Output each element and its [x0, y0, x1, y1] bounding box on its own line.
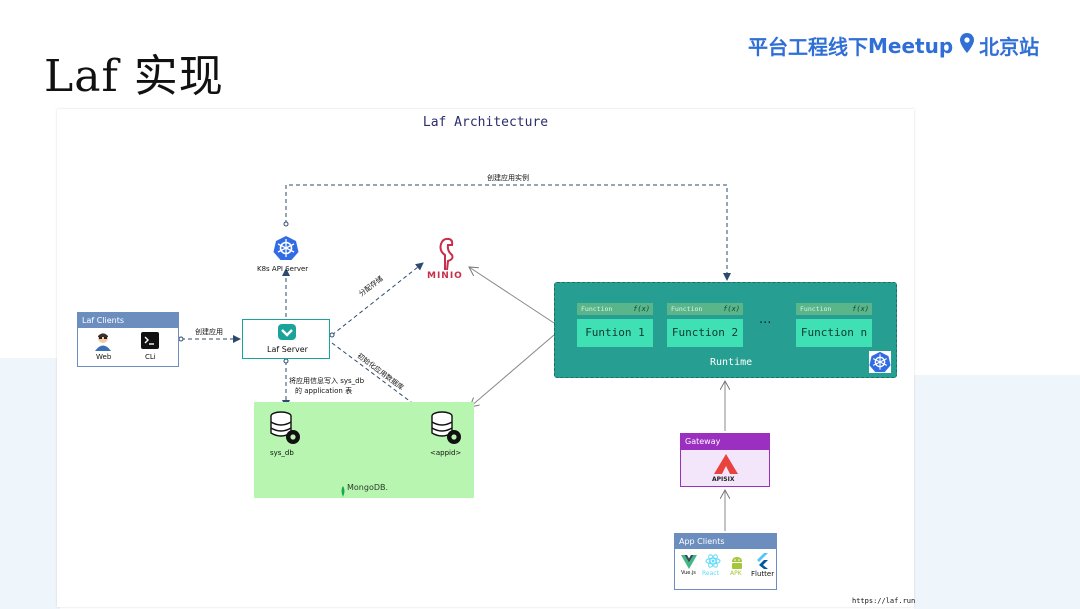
function-card-n: Function f(x) Function n [796, 303, 872, 347]
functions-ellipsis: ··· [759, 316, 772, 331]
android-logo-icon [730, 554, 744, 573]
laf-server-node: Laf Server [242, 319, 330, 359]
app-client-apk-label: APK [730, 570, 742, 577]
background-band-right [914, 375, 1080, 609]
footer-url[interactable]: https://laf.run [852, 597, 916, 605]
edge-runtime-to-minio [469, 267, 555, 324]
edge-allocate-storage [329, 262, 424, 338]
edge-label-write-sys-db-2: 的 application 表 [295, 387, 353, 395]
function-tag: Function [581, 305, 613, 313]
diagram-title: Laf Architecture [422, 115, 549, 130]
minio-flamingo-icon [435, 237, 459, 275]
k8s-api-server-label: K8s API Server [257, 265, 309, 273]
laf-logo-icon [278, 324, 296, 344]
runtime-label: Runtime [710, 357, 753, 368]
sys-db-database-icon [269, 411, 301, 449]
mongodb-cluster: sys_db <appid> MongoDB. [254, 402, 474, 498]
laf-clients-box: Laf Clients Web CLi [77, 312, 179, 367]
terminal-icon [141, 332, 159, 353]
diagram-connectors [178, 184, 731, 531]
app-db-label: <appid> [430, 449, 462, 457]
function-name: Function 2 [667, 319, 743, 347]
minio-label: MINIO [427, 271, 463, 281]
react-logo-icon [705, 553, 721, 573]
event-city: 北京站 [979, 35, 1040, 59]
mongodb-label: MongoDB. [347, 483, 389, 492]
edge-label-create-app: 创建应用 [195, 328, 223, 336]
fx-icon: f(x) [633, 305, 650, 313]
location-pin-icon [959, 32, 975, 59]
function-tag: Function [671, 305, 703, 313]
edge-label-create-instance: 创建应用实例 [487, 174, 529, 182]
kubernetes-icon [867, 349, 893, 377]
edge-label-write-sys-db-1: 将应用信息写入 sys_db [289, 377, 365, 385]
app-client-react-label: React [702, 570, 719, 577]
architecture-diagram: Laf Architecture 创建应用实例 创建应用 分配存储 初始化应用数… [57, 109, 916, 607]
gateway-title: Gateway [681, 434, 769, 450]
event-banner: 平台工程线下 Meetup 北京站 [748, 31, 1039, 60]
app-db-database-icon [430, 411, 462, 449]
laf-client-web-label: Web [96, 353, 112, 361]
slide-title: Laf 实现 [44, 51, 224, 102]
app-clients-box: App Clients Vue.js React APK Flutter [674, 533, 777, 590]
apisix-logo-icon [713, 453, 739, 479]
function-name: Funtion 1 [577, 319, 653, 347]
laf-clients-title: Laf Clients [78, 313, 178, 328]
gateway-node: Gateway APISIX [680, 433, 770, 487]
function-name: Function n [796, 319, 872, 347]
apisix-label: APISIX [712, 476, 735, 483]
runtime-node: Function f(x) Funtion 1 Function f(x) Func… [554, 282, 897, 378]
mongodb-leaf-icon [340, 482, 346, 501]
edge-create-instance [283, 184, 731, 281]
sys-db-label: sys_db [270, 449, 294, 457]
app-client-flutter-label: Flutter [751, 570, 775, 578]
kubernetes-icon [273, 235, 299, 265]
function-card-1: Function f(x) Funtion 1 [577, 303, 653, 347]
flutter-logo-icon [755, 553, 769, 573]
edge-runtime-to-appdb [470, 334, 555, 407]
app-client-vue-label: Vue.js [681, 570, 696, 576]
background-band-left [0, 358, 60, 609]
k8s-api-server-node: K8s API Server [253, 235, 319, 275]
function-tag: Function [800, 305, 832, 313]
laf-client-cli-label: CLi [145, 353, 156, 361]
event-brand: Meetup [868, 33, 954, 58]
app-clients-title: App Clients [675, 534, 776, 549]
laf-server-label: Laf Server [267, 345, 308, 354]
vue-logo-icon [681, 554, 697, 573]
developer-avatar-icon [93, 331, 113, 355]
minio-node: MINIO [419, 235, 475, 285]
fx-icon: f(x) [723, 305, 740, 313]
fx-icon: f(x) [852, 305, 869, 313]
event-prefix: 平台工程线下 [748, 35, 868, 59]
function-card-2: Function f(x) Function 2 [667, 303, 743, 347]
